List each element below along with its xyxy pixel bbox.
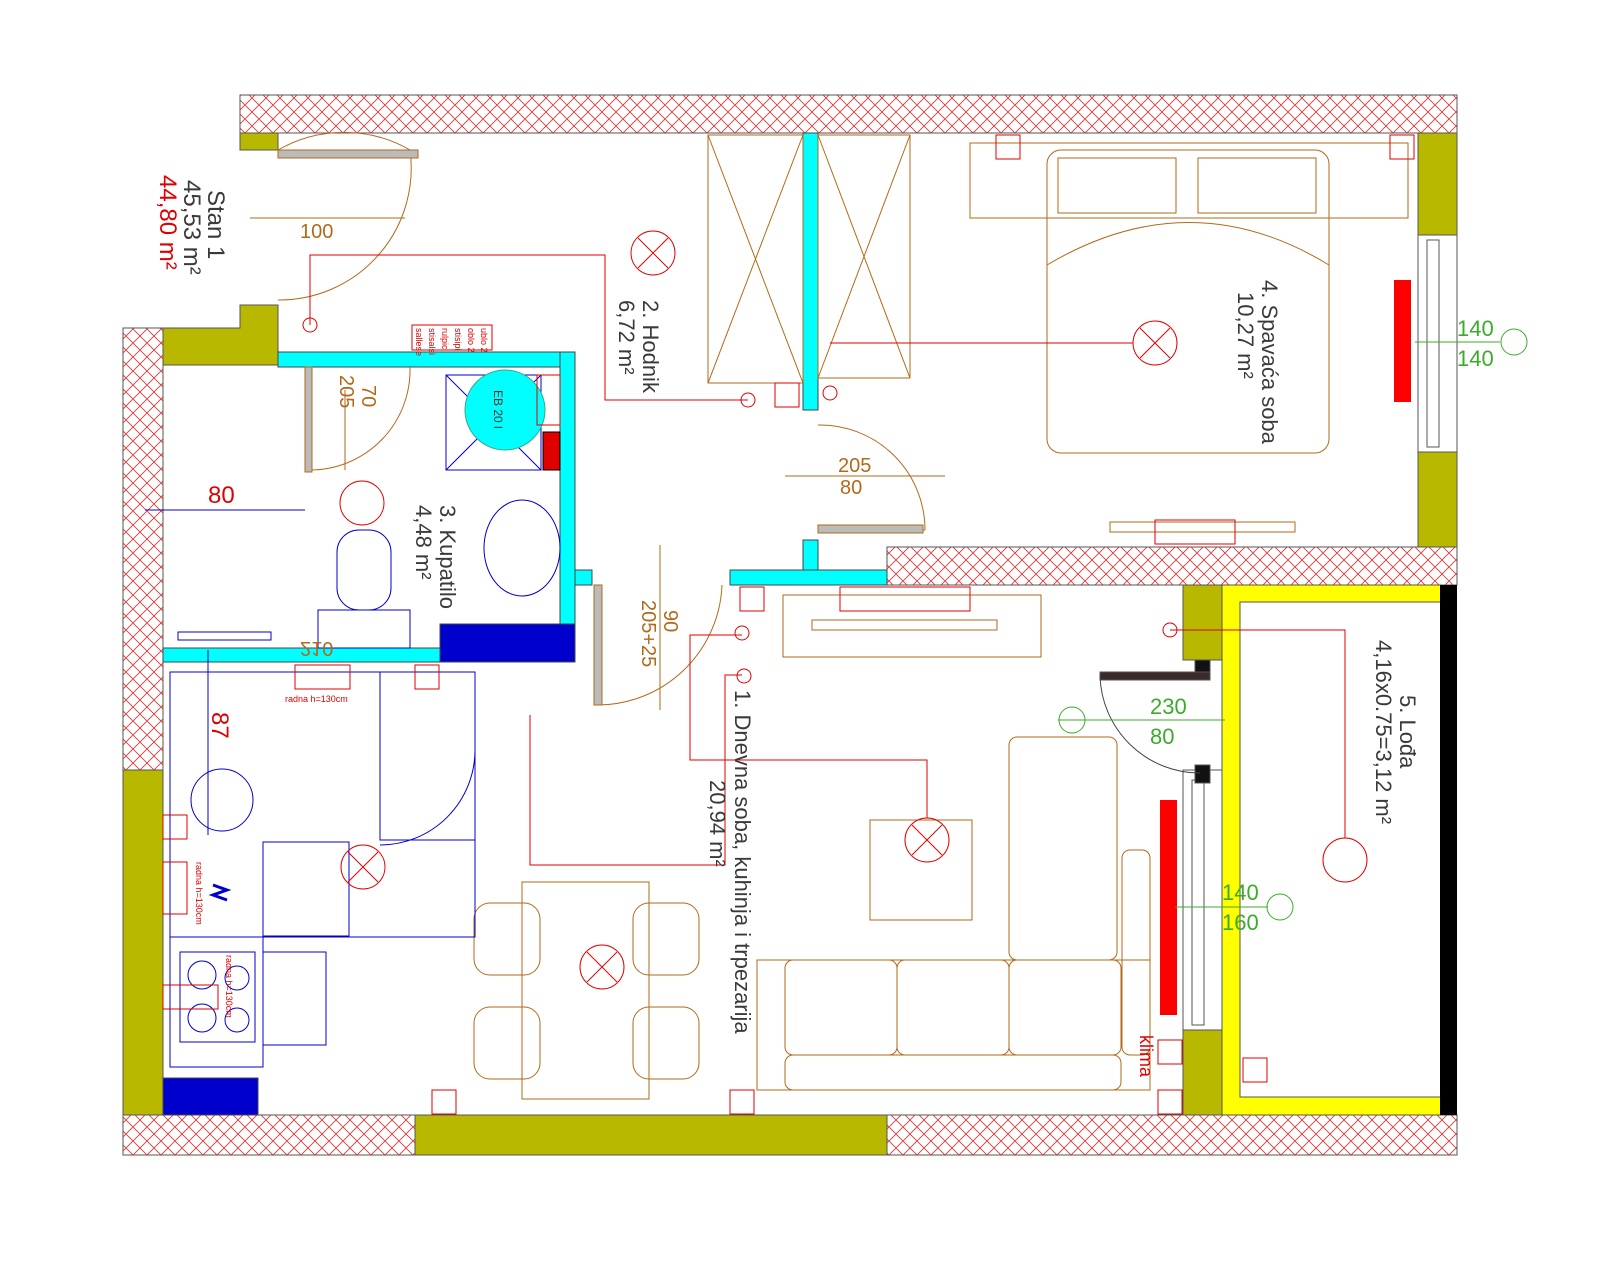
apartment-net-area: 44,80 m² [154, 175, 181, 270]
door-height: 205+25 [637, 600, 659, 667]
coffee-table [869, 819, 973, 921]
dimension-lines [145, 509, 305, 835]
kitchen-sink [190, 768, 254, 832]
door-height: 210 [300, 637, 333, 659]
partition-walls [162, 132, 888, 1116]
kitchen-depth-dimension: 87 [206, 712, 233, 739]
window-sill: 80 [1150, 724, 1174, 749]
windows [1099, 234, 1458, 1031]
door-width: 80 [840, 477, 862, 499]
room-area-bath: 4,48 m² [411, 505, 436, 580]
chairs [473, 902, 700, 1080]
door-width: 90 [659, 610, 681, 632]
wardrobe [707, 134, 911, 384]
window-markers [1058, 328, 1528, 921]
exterior-walls [122, 94, 1458, 1156]
door-width: 70 [357, 385, 379, 407]
window-height: 140 [1222, 880, 1259, 905]
switch-label: oblo 2 [466, 328, 476, 353]
cooktop [179, 951, 256, 1043]
window-dimensions: 140 140 230 80 140 160 [1150, 316, 1494, 935]
room-area-loggia: 4,16x0.75=3,12 m² [1371, 640, 1396, 824]
annotations: 80 87 radna h=130cm radna h=130cm radna … [194, 328, 1156, 1078]
room-label-bath: 3. Kupatilo [435, 505, 460, 609]
door-dimensions: 210 100 205 70 205 80 205+25 90 [250, 217, 945, 710]
window-height: 230 [1150, 694, 1187, 719]
socket-height-note: radna h=130cm [224, 955, 234, 1018]
switch-label: ublo 2 [479, 328, 489, 353]
sink [483, 499, 561, 597]
door-height: 205 [335, 375, 357, 408]
plumbing-fixtures [169, 369, 561, 1068]
tv-stand [1109, 521, 1296, 533]
switch-label: sallese [414, 328, 424, 356]
socket-height-note: radna h=130cm [194, 862, 204, 925]
electrical [162, 134, 1415, 1115]
boiler [464, 369, 546, 451]
room-labels: 1. Dnevna soba, kuhinja i trpezarija 20,… [411, 280, 1420, 1034]
apartment-gross-area: 45,53 m² [178, 180, 205, 275]
toilet [336, 529, 392, 611]
switch-label: rulpic [440, 328, 450, 350]
ac-label: klima [1136, 1035, 1156, 1078]
switch-label: stisalsi [427, 328, 437, 355]
dining-table [521, 881, 650, 1100]
door-width: 100 [300, 221, 333, 243]
room-area-bedroom: 10,27 m² [1233, 292, 1258, 379]
loggia [1221, 584, 1457, 1116]
furniture [473, 134, 1409, 1100]
room-label-bedroom: 4. Spavaća soba [1257, 280, 1282, 445]
room-label-hall: 2. Hodnik [638, 300, 663, 394]
apartment-name: Stan 1 [202, 190, 229, 259]
room-area-hall: 6,72 m² [614, 300, 639, 375]
bath-width-dimension: 80 [208, 482, 235, 509]
window-height: 140 [1457, 316, 1494, 341]
radiators [1160, 280, 1411, 1015]
socket-height-note: radna h=130cm [285, 694, 348, 704]
pillow [1057, 157, 1177, 214]
sofa [756, 736, 1151, 1091]
switch-label: stisipi [453, 328, 463, 351]
window-sill: 160 [1222, 910, 1259, 935]
window-sill: 140 [1457, 346, 1494, 371]
apartment-label: Stan 1 45,53 m² 44,80 m² [154, 175, 229, 275]
bed-headboard [969, 142, 1409, 219]
room-label-living: 1. Dnevna soba, kuhinja i trpezarija [730, 690, 755, 1034]
door-height: 205 [838, 455, 871, 477]
tv-cabinet [782, 594, 1042, 658]
fridge [379, 671, 476, 841]
bed [1046, 149, 1330, 454]
room-label-loggia: 5. Lođa [1395, 695, 1420, 769]
boiler-label: EB 20 l [491, 390, 505, 429]
pillow [1197, 157, 1317, 214]
room-area-living: 20,94 m² [705, 780, 730, 867]
